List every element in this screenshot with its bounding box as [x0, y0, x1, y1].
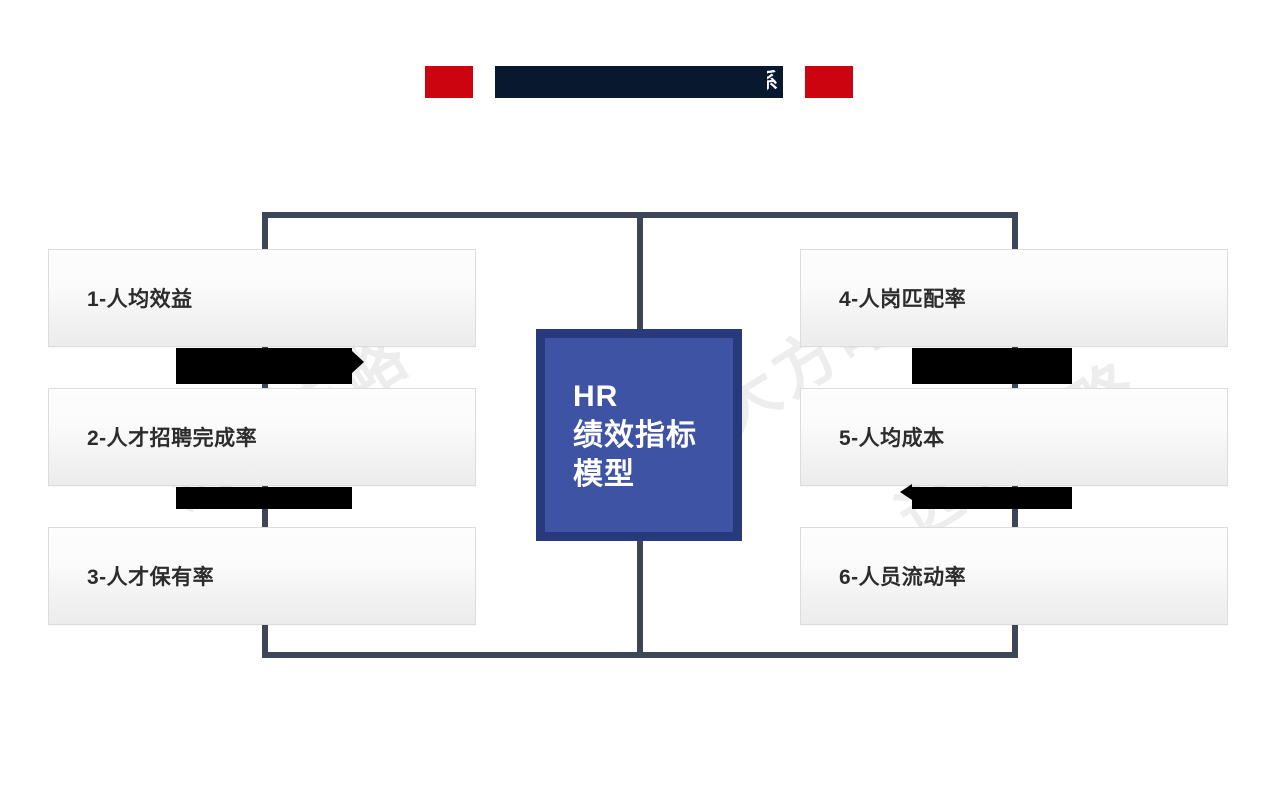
redaction-nib-right-lower — [900, 484, 912, 500]
redaction-nib-left-upper — [352, 351, 364, 373]
metric-card-label: 6-人员流动率 — [839, 566, 967, 589]
center-model-box[interactable]: HR 绩效指标 模型 — [536, 329, 742, 541]
metric-card-1[interactable]: 1-人均效益 — [48, 249, 476, 347]
redaction-nib-right-upper — [1060, 351, 1072, 373]
title-redaction-bar — [495, 66, 767, 98]
metric-card-3[interactable]: 3-人才保有率 — [48, 527, 476, 625]
metric-card-label: 1-人均效益 — [87, 288, 193, 311]
redaction-bar-right-upper — [912, 348, 1072, 384]
metric-card-2[interactable]: 2-人才招聘完成率 — [48, 388, 476, 486]
metric-card-4[interactable]: 4-人岗匹配率 — [800, 249, 1228, 347]
metric-card-6[interactable]: 6-人员流动率 — [800, 527, 1228, 625]
slide-title-band: 系 — [425, 66, 853, 98]
center-model-line-3: 模型 — [573, 457, 635, 491]
redaction-bar-left-lower — [176, 487, 352, 509]
center-model-box-inner: HR 绩效指标 模型 — [545, 338, 733, 532]
redaction-bar-right-lower — [912, 487, 1072, 509]
metric-card-label: 5-人均成本 — [839, 427, 945, 450]
title-accent-left-block — [425, 66, 473, 98]
title-accent-right-block — [805, 66, 853, 98]
metric-card-label: 4-人岗匹配率 — [839, 288, 967, 311]
metric-card-label: 2-人才招聘完成率 — [87, 427, 258, 450]
metric-card-5[interactable]: 5-人均成本 — [800, 388, 1228, 486]
center-model-line-1: HR — [573, 379, 619, 413]
redaction-bar-left-upper — [176, 348, 352, 384]
center-model-line-2: 绩效指标 — [573, 418, 697, 452]
metric-card-label: 3-人才保有率 — [87, 566, 215, 589]
